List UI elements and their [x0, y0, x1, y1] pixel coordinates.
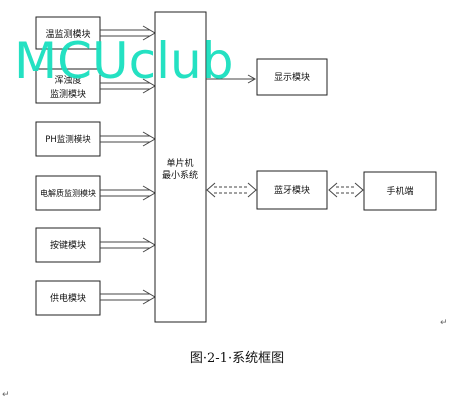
- figure-caption: 图·2-1·系统框图: [189, 351, 285, 366]
- input-module-temp: 温监测模块: [35, 16, 101, 50]
- arrow-mcu-bluetooth-heads: [206, 182, 257, 198]
- mcu-box: 单片机 最小系统: [154, 11, 207, 323]
- input-module-temp-label: 温监测模块: [45, 28, 90, 40]
- input-module-electrolyte-label: 电解质监测模块: [40, 188, 96, 198]
- mcu-label-1: 单片机: [166, 157, 193, 169]
- arrow-electrolyte-to-mcu: [100, 185, 156, 201]
- paragraph-mark-1: ↵: [440, 318, 448, 328]
- arrow-keys-to-mcu: [100, 237, 156, 253]
- phone-module: 手机端: [363, 171, 437, 211]
- input-module-electrolyte: 电解质监测模块: [35, 175, 101, 211]
- display-module: 显示模块: [256, 58, 328, 96]
- arrow-bluetooth-phone: [336, 186, 356, 194]
- bluetooth-module-label: 蓝牙模块: [274, 184, 310, 196]
- input-module-keys-label: 按键模块: [50, 239, 86, 251]
- bluetooth-module: 蓝牙模块: [256, 170, 328, 210]
- display-module-label: 显示模块: [274, 71, 310, 83]
- input-module-power-label: 供电模块: [50, 292, 86, 304]
- mcu-label-2: 最小系统: [162, 169, 198, 181]
- input-module-keys: 按键模块: [35, 227, 101, 263]
- input-module-turbidity-label-2: 监测模块: [50, 88, 86, 100]
- phone-module-label: 手机端: [386, 185, 413, 197]
- arrow-mcu-to-display: [206, 74, 257, 84]
- arrow-mcu-bluetooth: [214, 186, 249, 194]
- input-module-turbidity-label-1: 浑浊度: [54, 74, 81, 86]
- paragraph-mark-2: ↵: [2, 390, 10, 400]
- input-module-turbidity: 浑浊度 监测模块: [35, 68, 101, 104]
- arrow-power-to-mcu: [100, 289, 156, 305]
- input-module-ph-label: PH监测模块: [45, 134, 91, 145]
- input-module-ph: PH监测模块: [35, 121, 101, 157]
- arrow-bluetooth-phone-heads: [328, 182, 364, 198]
- arrow-ph-to-mcu: [100, 131, 156, 147]
- mcuclub-watermark: MCUclub: [14, 32, 233, 90]
- input-module-power: 供电模块: [35, 280, 101, 316]
